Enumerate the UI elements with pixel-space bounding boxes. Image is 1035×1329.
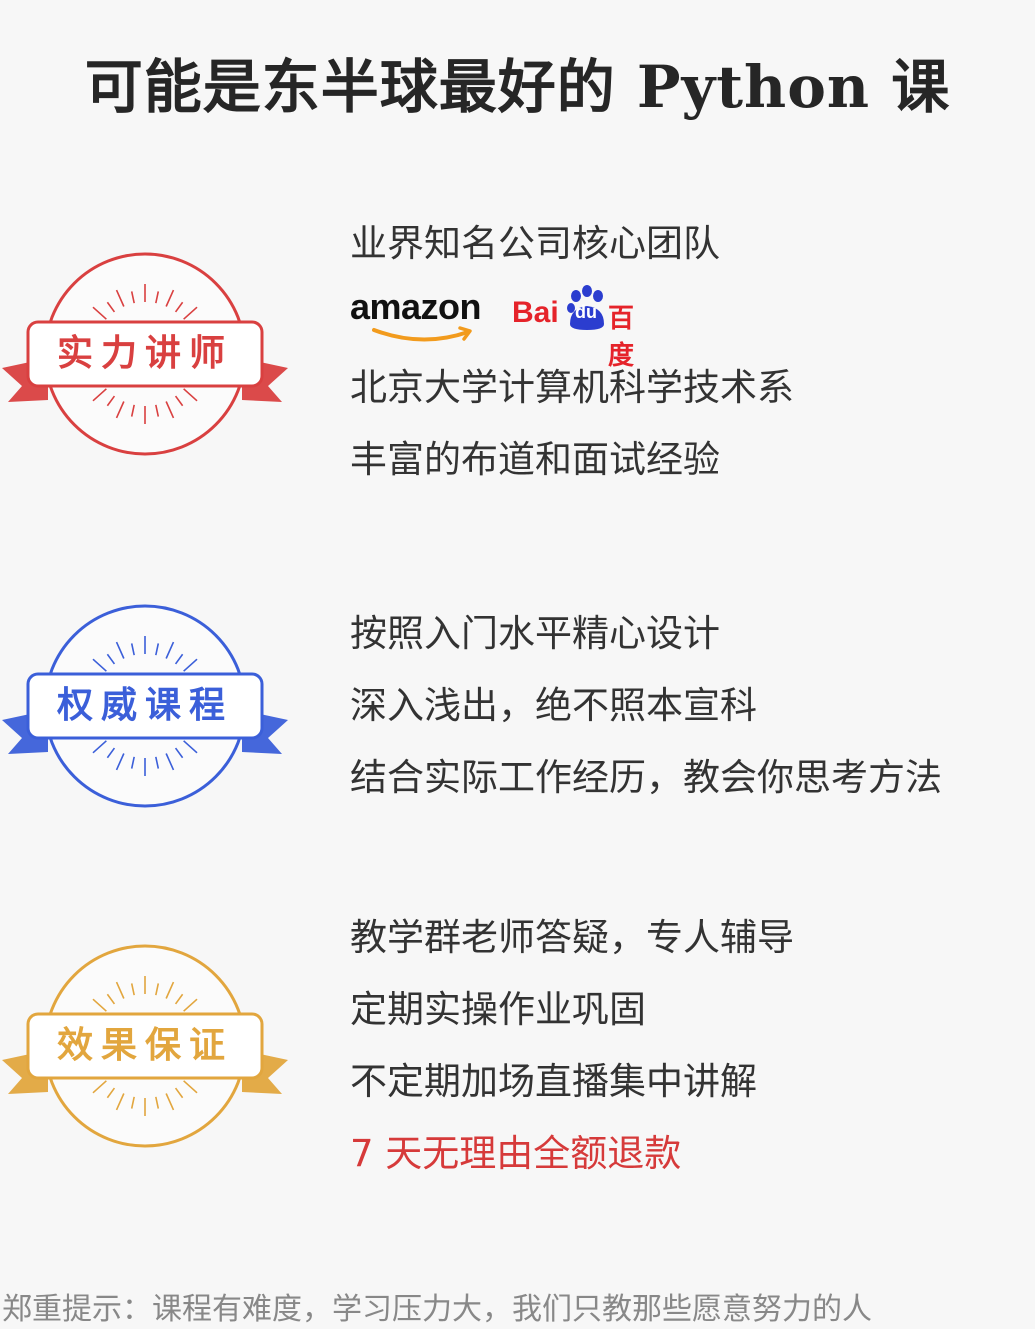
badge-label: 权威课程	[56, 685, 233, 726]
feature-line: 北京大学计算机科学技术系	[350, 366, 794, 409]
sunray	[115, 289, 125, 307]
sunray	[92, 1080, 107, 1094]
page-title: 可能是东半球最好的 Python 课	[84, 53, 951, 121]
feature-line: 不定期加场直播集中讲解	[350, 1060, 757, 1103]
badge-band	[26, 320, 264, 388]
amazon-logo: amazon	[350, 286, 482, 327]
badge-curriculum: 权威课程	[0, 602, 290, 812]
refund-highlight: 7 天无理由全额退款	[350, 1132, 682, 1175]
feature-line: 业界知名公司核心团队	[350, 222, 720, 265]
feature-list: 业界知名公司核心团队 amazon Bai du 百度 北京大学计算机科学	[350, 208, 794, 496]
sunray	[106, 993, 116, 1005]
feature-line: 按照入门水平精心设计	[350, 612, 720, 655]
sunray	[92, 998, 107, 1012]
sunray	[106, 395, 116, 407]
badge-ribbon-icon	[2, 252, 288, 456]
sunray	[130, 404, 135, 417]
sunray	[115, 1093, 125, 1111]
sunray	[115, 641, 125, 659]
sunray	[92, 388, 107, 402]
footer-notice: 郑重提示：课程有难度，学习压力大，我们只教那些愿意努力的人	[2, 1292, 872, 1327]
sunray	[174, 653, 184, 665]
amazon-smile-icon	[372, 326, 472, 342]
sunray	[106, 301, 116, 313]
badge-instructors: 实力讲师	[0, 250, 290, 460]
sunray	[130, 1096, 135, 1109]
sunray	[106, 747, 116, 759]
sunray	[165, 1093, 175, 1111]
badge-label: 实力讲师	[56, 333, 233, 374]
sunray	[92, 306, 107, 320]
sunray	[155, 291, 160, 304]
sunray	[183, 740, 198, 754]
badge-guarantee: 效果保证	[0, 942, 290, 1152]
feature-line: 丰富的布道和面试经验	[350, 438, 720, 481]
sunray	[183, 658, 198, 672]
sunray	[92, 658, 107, 672]
sunray	[155, 643, 160, 656]
sunray	[165, 981, 175, 999]
badge-band	[26, 672, 264, 740]
sunray	[174, 301, 184, 313]
sunray	[115, 401, 125, 419]
baidu-logo-text: Bai	[512, 296, 559, 329]
sunray	[115, 981, 125, 999]
sunray	[183, 998, 198, 1012]
sunray	[183, 306, 198, 320]
badge-ribbon-icon	[2, 944, 288, 1148]
sunray	[165, 401, 175, 419]
sunray	[183, 1080, 198, 1094]
badge-label: 效果保证	[56, 1025, 233, 1066]
sunray	[174, 395, 184, 407]
baidu-paw-icon	[567, 285, 604, 330]
sunray	[106, 653, 116, 665]
sunray	[174, 747, 184, 759]
company-logos: amazon Bai du 百度	[350, 280, 794, 371]
sunray	[155, 1096, 160, 1109]
sunray	[165, 753, 175, 771]
sunray	[130, 643, 135, 656]
baidu-logo-chinese: 百度	[608, 304, 634, 371]
feature-list: 按照入门水平精心设计 深入浅出，绝不照本宣科 结合实际工作经历，教会你思考方法	[350, 598, 942, 814]
sunray	[165, 289, 175, 307]
feature-list: 教学群老师答疑，专人辅导 定期实操作业巩固 不定期加场直播集中讲解 7 天无理由…	[350, 902, 794, 1190]
baidu-du-text: du	[575, 302, 597, 322]
feature-line: 结合实际工作经历，教会你思考方法	[350, 756, 942, 799]
sunray	[92, 740, 107, 754]
feature-line: 教学群老师答疑，专人辅导	[350, 916, 794, 959]
sunray	[183, 388, 198, 402]
feature-line: 定期实操作业巩固	[350, 988, 646, 1031]
badge-band	[26, 1012, 264, 1080]
badge-ribbon-icon	[2, 604, 288, 808]
feature-line: 深入浅出，绝不照本宣科	[350, 684, 757, 727]
sunray	[165, 641, 175, 659]
sunray	[155, 404, 160, 417]
sunray	[174, 993, 184, 1005]
sunray	[130, 291, 135, 304]
sunray	[130, 756, 135, 769]
sunray	[174, 1087, 184, 1099]
sunray	[155, 983, 160, 996]
sunray	[106, 1087, 116, 1099]
sunray	[155, 756, 160, 769]
sunray	[115, 753, 125, 771]
sunray	[130, 983, 135, 996]
